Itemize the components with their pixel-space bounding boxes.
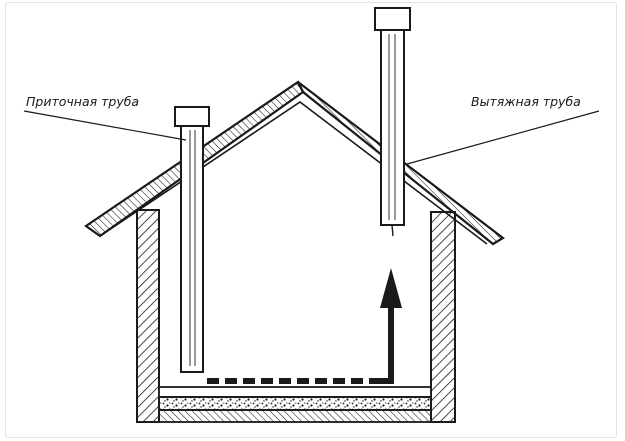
exhaust-pipe-label: Вытяжная труба [471, 94, 581, 109]
supply-pipe [174, 106, 210, 373]
supply-pipe-leader [23, 110, 187, 141]
exhaust-pipe-body [380, 29, 405, 226]
walls [136, 209, 456, 423]
wall-left [136, 209, 160, 423]
floor-gravel-layer [158, 396, 432, 411]
wall-right [430, 211, 456, 423]
image-frame [5, 2, 617, 438]
supply-pipe-cap [174, 106, 210, 127]
floor-base-layer [158, 409, 432, 423]
roof-inner-line [99, 101, 488, 245]
airflow-path [207, 268, 402, 384]
exhaust-pipe-leader [406, 110, 600, 165]
supply-pipe-label: Приточная труба [26, 94, 140, 109]
floor [158, 386, 432, 423]
exhaust-pipe-cap [374, 7, 411, 31]
arrow-up-icon [380, 268, 402, 308]
airflow-bend [376, 306, 394, 384]
exhaust-pipe [374, 7, 411, 237]
supply-pipe-body [180, 125, 204, 373]
floor-top-layer [158, 386, 432, 398]
